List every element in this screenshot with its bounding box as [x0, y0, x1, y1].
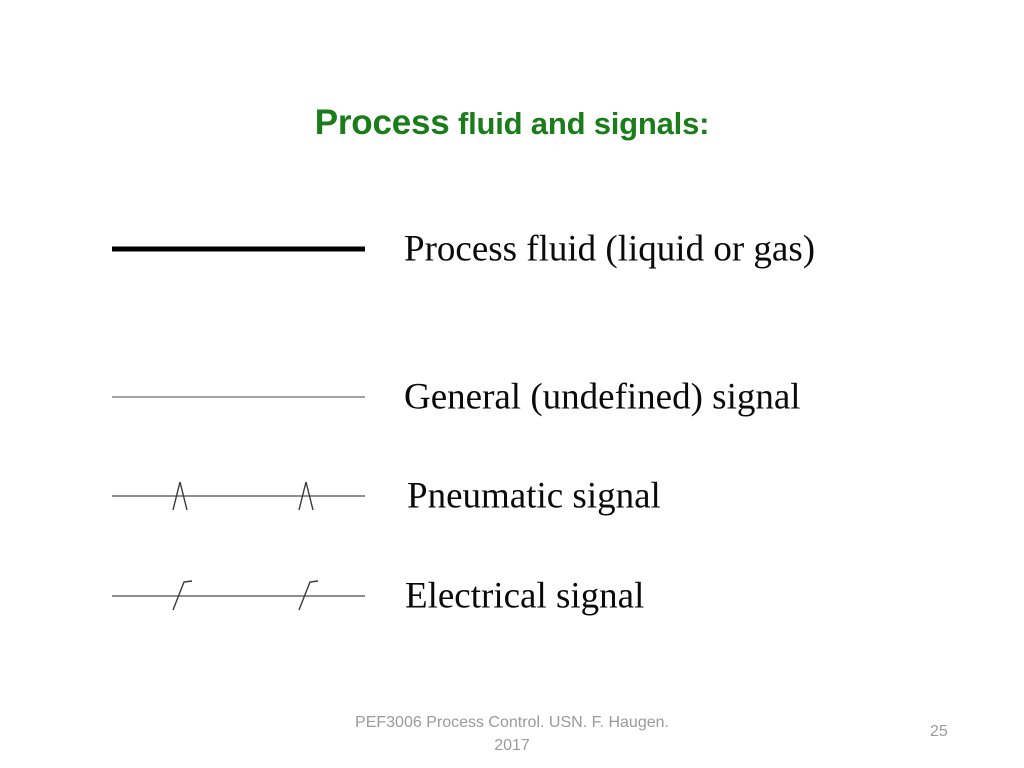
electrical-slash-flag-mark-icon — [298, 580, 319, 611]
symbol-line-with-slash-flag-marks — [112, 572, 365, 620]
electrical-slash-flag-mark-icon — [172, 580, 193, 611]
legend-label-general: General (undefined) signal — [404, 376, 801, 418]
symbol-thick-solid-line — [112, 225, 365, 273]
footer-note: PEF3006 Process Control. USN. F. Haugen.… — [282, 711, 742, 757]
page-title-rest: fluid and signals: — [449, 106, 710, 141]
legend-label-pneumatic: Pneumatic signal — [407, 475, 661, 517]
pneumatic-caret-mark-icon — [298, 481, 314, 511]
footer-note-line-2: 2017 — [494, 737, 530, 755]
symbol-line-with-caret-marks — [112, 472, 365, 520]
page-number: 25 — [930, 723, 948, 740]
page-title: Process fluid and signals: — [0, 103, 1024, 143]
page-title-lead: Process — [314, 103, 450, 142]
legend-label-electrical: Electrical signal — [405, 575, 645, 617]
pneumatic-caret-mark-icon — [172, 481, 188, 511]
footer-note-line-1: PEF3006 Process Control. USN. F. Haugen. — [355, 714, 669, 731]
legend-label-fluid: Process fluid (liquid or gas) — [404, 228, 816, 270]
symbol-thin-solid-line — [112, 373, 365, 421]
